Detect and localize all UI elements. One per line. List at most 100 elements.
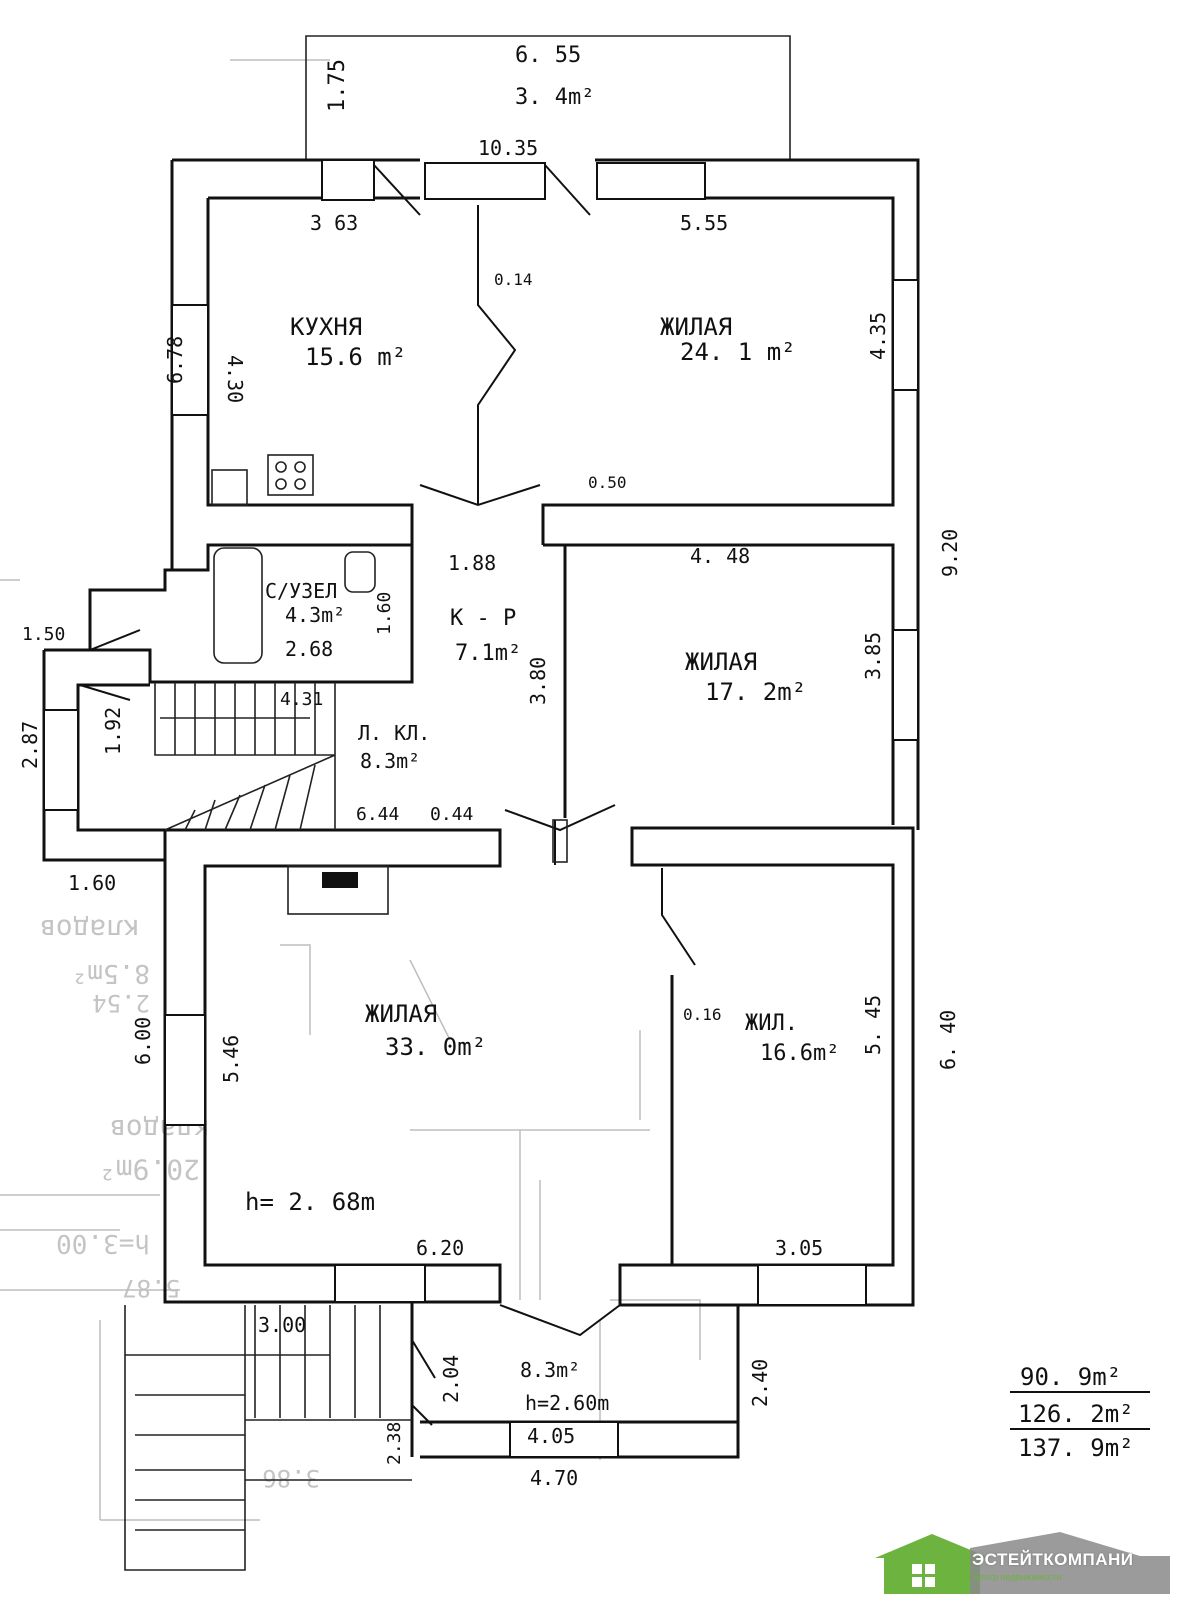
right-lower-walls [618, 826, 915, 1307]
dim-small-room-depth: 5. 45 [861, 995, 885, 1055]
ceiling-height: h= 2. 68m [245, 1188, 375, 1216]
dim-hall-width: 1.88 [448, 551, 496, 575]
dim-top-porch-depth: 1.75 [325, 59, 350, 112]
room-living4-area: 16.6m² [760, 1041, 839, 1066]
room-living2-name: ЖИЛАЯ [685, 648, 757, 676]
dim-living1-depth: 4.35 [866, 312, 890, 360]
window-kitchen-left [171, 304, 209, 416]
room-kitchen-name: КУХНЯ [290, 313, 362, 341]
window-entry-left [43, 709, 79, 811]
window-big-room-left [164, 1014, 206, 1126]
dim-bath-width: 2.68 [285, 637, 333, 661]
room-bathroom-area: 4.3m² [285, 603, 345, 627]
sink-icon [211, 469, 248, 506]
dim-living2-width: 4. 48 [690, 544, 750, 568]
window-veranda-bottom [509, 1421, 619, 1458]
bathtub-icon [213, 547, 263, 664]
total-usable-area: 126. 2m² [1018, 1400, 1134, 1428]
veranda-steps [124, 1305, 412, 1571]
fixtures [211, 454, 568, 915]
porch-outline [305, 35, 791, 160]
room-bathroom-name: С/УЗЕЛ [265, 579, 337, 603]
room-corridor-area: 7.1m² [455, 641, 521, 666]
veranda-height: h=2.60m [525, 1391, 609, 1415]
burner-3-icon [275, 478, 287, 490]
dim-stair-width: 4.31 [280, 689, 323, 710]
room-kitchen-area: 15.6 m² [305, 343, 406, 371]
underlay-lines [0, 59, 701, 1521]
faded-underlay: кладов 8.5m² кладов 20.9m² h=3.00 3.86 2… [0, 59, 701, 1521]
dim-hall-depth: 3.80 [526, 657, 550, 705]
underlay-text-dim-1: 3.86 [262, 1464, 320, 1492]
room-labels: КУХНЯ 15.6 m² ЖИЛАЯ 24. 1 m² С/УЗЕЛ 4.3m… [245, 313, 839, 1415]
dim-entry-bottom: 1.60 [68, 871, 116, 895]
dim-kitchen-width: 3 63 [310, 211, 358, 235]
dim-bath-depth: 1.60 [374, 592, 395, 635]
door-swings [79, 164, 696, 1426]
dim-hall-offset: 0.50 [588, 473, 627, 492]
room-living1-name: ЖИЛАЯ [660, 313, 732, 341]
room-corridor-name: К - Р [450, 606, 516, 631]
dim-corridor-wall: 0.44 [430, 804, 473, 825]
window-living1-right [892, 279, 919, 391]
total-living-area: 90. 9m² [1020, 1363, 1121, 1391]
dim-veranda-outer: 4.70 [530, 1466, 578, 1490]
dim-kitchen-depth: 4.30 [223, 355, 247, 403]
brand-name: ЭСТЕЙТКОМПАНИ [972, 1550, 1134, 1569]
dim-living1-width: 5.55 [680, 211, 728, 235]
dim-top-porch-width: 6. 55 [515, 43, 581, 68]
dim-veranda-side: 2.40 [748, 1359, 772, 1407]
dim-right-wall: 9.20 [938, 529, 962, 577]
room-living4-name: ЖИЛ. [745, 1011, 798, 1036]
underlay-text-area-2: 20.9m² [99, 1153, 200, 1186]
toilet-icon [344, 551, 376, 593]
dim-left-wall: 6.78 [163, 336, 187, 384]
dimension-labels: 6. 55 1.75 3. 4m² 10.35 3 63 5.55 0.14 4… [18, 43, 962, 1490]
room-stairwell-area: 8.3m² [360, 749, 420, 773]
room-living2-area: 17. 2m² [705, 678, 806, 706]
dim-right-lower-wall: 6. 40 [936, 1010, 960, 1070]
stove-icon [267, 454, 314, 496]
burner-1-icon [275, 461, 287, 473]
veranda-stair-treads [254, 1305, 381, 1418]
room-stairwell-name: Л. КЛ. [358, 721, 430, 745]
bath-walls [88, 543, 414, 684]
window-big-room-bottom [334, 1264, 426, 1303]
dim-entry-width: 1.50 [22, 624, 65, 645]
column-icon [552, 819, 568, 863]
underlay-text-storage-1: кладов [39, 913, 140, 946]
window-living2-right [892, 629, 919, 741]
window-entry-top [424, 162, 546, 200]
underlay-text-area-1: 8.5m² [72, 958, 150, 988]
windows [43, 159, 919, 1458]
dim-veranda-width: 3.00 [258, 1313, 306, 1337]
dim-veranda-step: 2.38 [384, 1422, 405, 1465]
window-small-room-bottom [757, 1264, 867, 1306]
walls [42, 158, 920, 1571]
dim-small-room-wall: 0.16 [683, 1005, 722, 1024]
big-room-left-walls [163, 828, 502, 1304]
dim-living2-depth: 3.85 [861, 632, 885, 680]
dim-corridor-length: 6.44 [356, 804, 399, 825]
veranda-area: 8.3m² [520, 1358, 580, 1382]
stairwell [154, 682, 336, 831]
burner-2-icon [294, 461, 306, 473]
window-kitchen-top [321, 159, 375, 201]
underlay-text-dim-2: 2.54 [92, 989, 150, 1017]
dim-stair-depth: 1.92 [101, 707, 125, 755]
stove-hearth-icon [287, 865, 389, 915]
window-living1-top [596, 162, 706, 200]
underlay-text-height: h=3.00 [56, 1228, 150, 1258]
doors [79, 164, 696, 1426]
firebox-icon [322, 872, 358, 888]
dim-veranda-door: 2.04 [439, 1355, 463, 1403]
dim-entry-outer: 2.87 [18, 721, 42, 769]
total-gross-area: 137. 9m² [1018, 1434, 1134, 1462]
top-porch-area: 3. 4m² [515, 85, 594, 110]
room-living1-area: 24. 1 m² [680, 338, 796, 366]
totals-block: 90. 9m² 126. 2m² 137. 9m² [1010, 1363, 1150, 1462]
room-living3-area: 33. 0m² [385, 1033, 486, 1061]
dim-overall-width: 10.35 [478, 136, 538, 160]
burner-4-icon [294, 478, 306, 490]
dim-veranda-inner: 4.05 [527, 1424, 575, 1448]
